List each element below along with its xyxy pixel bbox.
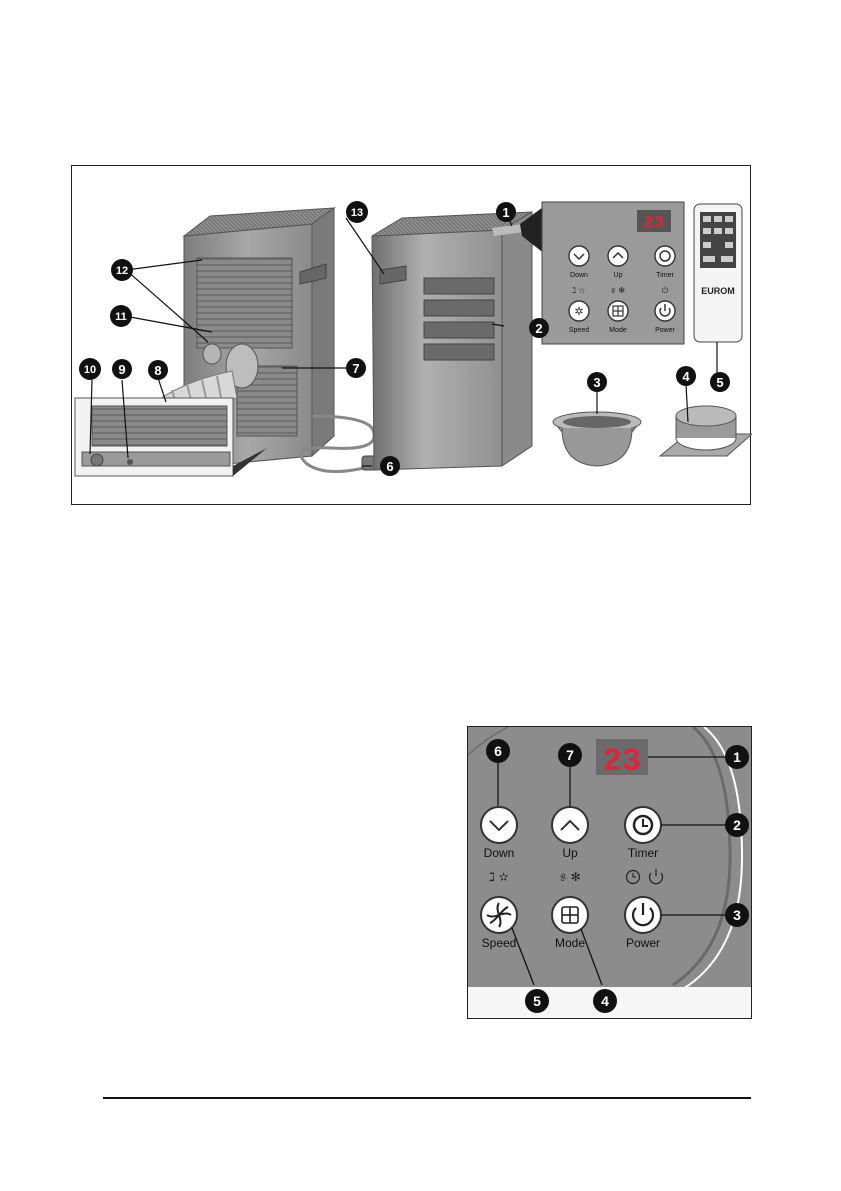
fan-cool-mode-icon: ୫ ✻: [559, 870, 580, 884]
svg-text:୫ ✻: ୫ ✻: [611, 286, 626, 295]
fan-low-high-icon: ℷ ✫: [489, 870, 508, 884]
svg-text:ℷ ☆: ℷ ☆: [572, 286, 585, 295]
power-button[interactable]: [625, 897, 661, 933]
down-label: Down: [484, 846, 515, 860]
svg-text:✲: ✲: [574, 305, 583, 318]
up-label: Up: [562, 846, 578, 860]
panel-callout-5: 5: [533, 993, 541, 1009]
power-label: Power: [626, 936, 660, 950]
timer-label: Timer: [628, 846, 658, 860]
panel-zoom-mode-label: Mode: [609, 327, 627, 334]
callout-4: 4: [682, 369, 690, 384]
panel-callout-1: 1: [733, 749, 741, 765]
panel-callout-4: 4: [601, 993, 609, 1009]
callout-11: 11: [115, 311, 127, 323]
timer-button[interactable]: [625, 807, 661, 843]
panel-callout-7: 7: [566, 747, 574, 763]
callout-13: 13: [351, 207, 363, 219]
svg-text:⏻: ⏻: [662, 286, 669, 295]
panel-zoom-power-label: Power: [655, 327, 676, 334]
control-panel-figure: 23 Down Up Timer ℷ ✫ ୫ ✻: [467, 726, 752, 1019]
callout-3: 3: [593, 375, 600, 390]
unit-front-view: [372, 202, 550, 470]
window-adapter: [553, 412, 641, 466]
remote-control: EUROM: [694, 204, 742, 342]
callout-12: 12: [116, 265, 128, 277]
callout-6: 6: [386, 459, 393, 474]
product-overview-figure: 23 Down Up Timer ✲ Speed Mode Power ℷ ☆ …: [71, 165, 751, 505]
callout-10: 10: [84, 364, 96, 376]
callout-2: 2: [535, 321, 542, 336]
temperature-display: 23: [603, 743, 641, 780]
hose-connector: [660, 406, 752, 456]
panel-zoom-display: 23: [644, 214, 664, 233]
panel-callout-6: 6: [494, 743, 502, 759]
mode-label: Mode: [555, 936, 585, 950]
panel-zoom-down-label: Down: [570, 272, 588, 279]
footer-rule: [103, 1097, 751, 1099]
panel-zoom: 23 Down Up Timer ✲ Speed Mode Power ℷ ☆ …: [542, 202, 684, 344]
callout-1: 1: [502, 205, 509, 220]
callout-7: 7: [352, 361, 359, 376]
panel-callout-3: 3: [733, 907, 741, 923]
speed-label: Speed: [482, 936, 517, 950]
panel-zoom-timer-label: Timer: [656, 272, 674, 279]
speed-indicators: ℷ ✫: [489, 870, 508, 884]
callout-8: 8: [154, 363, 161, 378]
up-button[interactable]: [552, 807, 588, 843]
panel-callout-2: 2: [733, 817, 741, 833]
remote-brand-logo: EUROM: [701, 286, 735, 296]
callout-9: 9: [118, 362, 125, 377]
mode-indicators: ୫ ✻: [559, 870, 580, 884]
panel-zoom-up-label: Up: [614, 272, 623, 279]
speed-button[interactable]: [481, 897, 517, 933]
down-button[interactable]: [481, 807, 517, 843]
callout-5: 5: [716, 375, 723, 390]
mode-button[interactable]: [552, 897, 588, 933]
panel-zoom-speed-label: Speed: [569, 327, 589, 334]
